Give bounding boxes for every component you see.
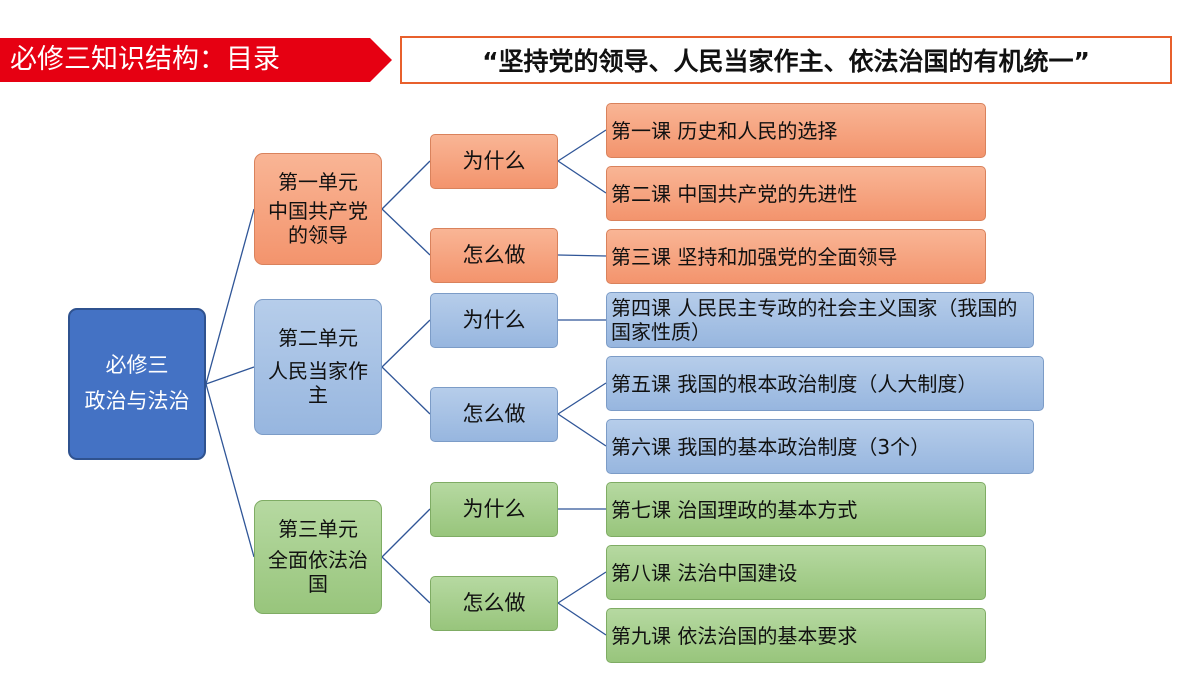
lesson-4: 第四课 人民民主专政的社会主义国家（我国的国家性质）: [606, 292, 1034, 348]
unit-1-question-why: 为什么: [430, 134, 558, 189]
lesson-1: 第一课 历史和人民的选择: [606, 103, 986, 158]
lesson-6: 第六课 我国的基本政治制度（3个）: [606, 419, 1034, 474]
root-node: 必修三 政治与法治: [68, 308, 206, 460]
lesson-2: 第二课 中国共产党的先进性: [606, 166, 986, 221]
unit-3-question-why: 为什么: [430, 482, 558, 537]
unit-2-subtitle: 人民当家作主: [268, 358, 368, 408]
lesson-7: 第七课 治国理政的基本方式: [606, 482, 986, 537]
unit-node-1: 第一单元 中国共产党的领导: [254, 153, 382, 265]
unit-2-question-how: 怎么做: [430, 387, 558, 442]
lesson-9: 第九课 依法治国的基本要求: [606, 608, 986, 663]
unit-1-question-how: 怎么做: [430, 228, 558, 283]
unit-3-title: 第三单元: [278, 517, 358, 542]
unit-2-question-why: 为什么: [430, 293, 558, 348]
unit-1-title: 第一单元: [278, 170, 358, 195]
unit-1-subtitle: 中国共产党的领导: [268, 198, 368, 248]
unit-3-subtitle: 全面依法治国: [268, 547, 368, 597]
root-line1: 必修三: [105, 353, 169, 378]
lesson-3: 第三课 坚持和加强党的全面领导: [606, 229, 986, 284]
unit-node-3: 第三单元 全面依法治国: [254, 500, 382, 614]
title-banner: [0, 38, 392, 82]
unit-2-title: 第二单元: [278, 326, 358, 351]
unit-node-2: 第二单元 人民当家作主: [254, 299, 382, 435]
root-line2: 政治与法治: [84, 389, 190, 413]
page-title: 必修三知识结构：目录: [10, 44, 280, 75]
unit-3-question-how: 怎么做: [430, 576, 558, 631]
lesson-8: 第八课 法治中国建设: [606, 545, 986, 600]
subtitle-quote: “坚持党的领导、人民当家作主、依法治国的有机统一”: [400, 36, 1172, 84]
lesson-5: 第五课 我国的根本政治制度（人大制度）: [606, 356, 1044, 411]
